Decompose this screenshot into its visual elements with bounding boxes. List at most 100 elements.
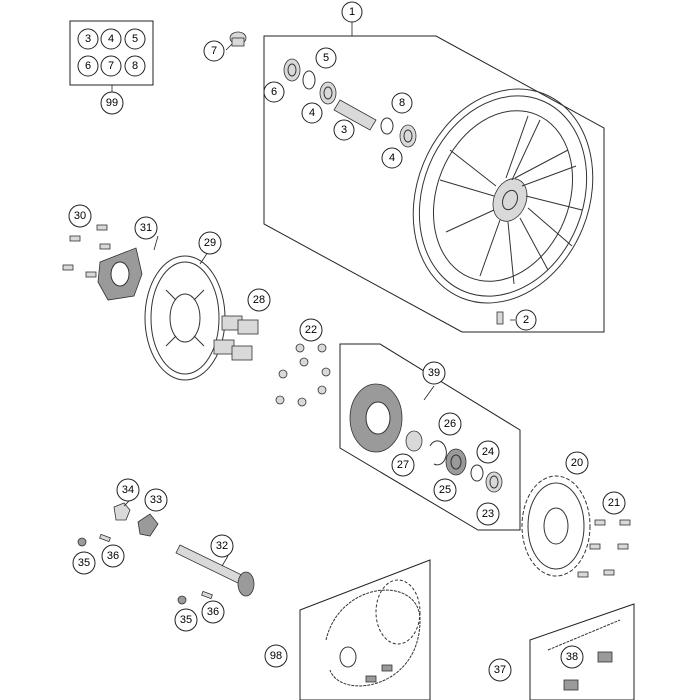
- svg-text:7: 7: [108, 60, 114, 72]
- callout-8: 8: [391, 92, 413, 114]
- callout-4b: 4: [381, 147, 403, 169]
- wheel-spindle: [175, 544, 255, 597]
- callout-36b: 36: [201, 600, 225, 624]
- callout-6: 6: [263, 81, 285, 103]
- callout-2: 2: [515, 309, 537, 331]
- svg-text:37: 37: [494, 664, 506, 676]
- callout-7: 7: [203, 40, 225, 62]
- carrier-bolts: [62, 224, 111, 278]
- valve-cap-part: [229, 31, 247, 47]
- svg-text:35: 35: [180, 614, 192, 626]
- kit-item-5: 5: [124, 28, 146, 50]
- svg-text:35: 35: [78, 557, 90, 569]
- svg-text:27: 27: [397, 459, 409, 471]
- callout-29: 29: [198, 231, 222, 255]
- callout-1: 1: [341, 1, 363, 23]
- svg-text:7: 7: [211, 45, 217, 57]
- callout-35a: 35: [72, 551, 96, 575]
- svg-text:1: 1: [349, 6, 355, 18]
- svg-text:36: 36: [107, 550, 119, 562]
- svg-text:8: 8: [399, 97, 405, 109]
- chain-kit: [325, 579, 421, 687]
- callout-35b: 35: [174, 608, 198, 632]
- rear-wheel: [412, 88, 594, 304]
- kit-item-6: 6: [77, 55, 99, 77]
- chain-lock-frame: [529, 603, 635, 700]
- svg-text:26: 26: [444, 418, 456, 430]
- valve-part: [496, 311, 504, 325]
- callout-5: 5: [315, 47, 337, 69]
- sprocket-carrier-frame: [339, 343, 521, 531]
- svg-text:20: 20: [571, 457, 583, 469]
- callout-3: 3: [333, 119, 355, 141]
- callout-34: 34: [116, 478, 140, 502]
- svg-text:32: 32: [216, 540, 228, 552]
- callout-4a: 4: [301, 102, 323, 124]
- callout-38: 38: [560, 645, 584, 669]
- svg-text:5: 5: [323, 52, 329, 64]
- spindle-nut: [113, 502, 131, 521]
- svg-text:8: 8: [132, 60, 138, 72]
- svg-text:4: 4: [389, 152, 395, 164]
- svg-text:30: 30: [74, 210, 86, 222]
- svg-text:98: 98: [270, 650, 282, 662]
- callout-21: 21: [602, 491, 626, 515]
- chain-adjuster: [137, 513, 159, 537]
- svg-text:3: 3: [85, 33, 91, 45]
- sprocket-nuts: [275, 343, 331, 407]
- leader-lines: [111, 22, 515, 567]
- carrier-bearings: [405, 430, 503, 493]
- sprocket-carrier: [349, 383, 403, 453]
- svg-text:29: 29: [204, 237, 216, 249]
- svg-text:36: 36: [207, 606, 219, 618]
- svg-text:25: 25: [439, 484, 451, 496]
- kit-item-8: 8: [124, 55, 146, 77]
- callout-99: 99: [100, 91, 124, 115]
- callout-33: 33: [144, 488, 168, 512]
- chain-kit-frame: [299, 559, 431, 700]
- callout-27: 27: [391, 453, 415, 477]
- svg-text:31: 31: [140, 222, 152, 234]
- chain-lock: [547, 619, 621, 691]
- disc-carrier: [97, 247, 143, 301]
- wheel-assembly-frame: [263, 35, 605, 333]
- bearing-set: [283, 58, 417, 148]
- rear-sprocket: [521, 475, 591, 577]
- svg-text:4: 4: [309, 107, 315, 119]
- kit-item-4: 4: [100, 28, 122, 50]
- svg-text:33: 33: [150, 494, 162, 506]
- callout-25: 25: [433, 478, 457, 502]
- svg-text:5: 5: [132, 33, 138, 45]
- svg-text:99: 99: [106, 97, 118, 109]
- callout-23: 23: [476, 502, 500, 526]
- brake-disc: [144, 255, 226, 381]
- svg-text:21: 21: [608, 497, 620, 509]
- callout-37: 37: [488, 658, 512, 682]
- callout-31: 31: [134, 216, 158, 240]
- svg-text:4: 4: [108, 33, 114, 45]
- svg-text:6: 6: [271, 86, 277, 98]
- sprocket-bolts: [577, 519, 631, 578]
- callout-22: 22: [299, 318, 323, 342]
- svg-text:28: 28: [253, 294, 265, 306]
- svg-text:39: 39: [428, 367, 440, 379]
- callout-26: 26: [438, 412, 462, 436]
- damper-rubbers: [213, 315, 259, 361]
- svg-text:24: 24: [482, 446, 494, 458]
- svg-text:6: 6: [85, 60, 91, 72]
- adjuster-nuts: [77, 537, 187, 605]
- kit-item-3: 3: [77, 28, 99, 50]
- svg-text:38: 38: [566, 651, 578, 663]
- callout-32: 32: [210, 534, 234, 558]
- svg-text:2: 2: [523, 314, 529, 326]
- callout-24: 24: [476, 440, 500, 464]
- svg-text:22: 22: [305, 324, 317, 336]
- svg-text:3: 3: [341, 124, 347, 136]
- callout-39: 39: [422, 361, 446, 385]
- svg-text:34: 34: [122, 484, 134, 496]
- callout-20: 20: [565, 451, 589, 475]
- callout-30: 30: [68, 204, 92, 228]
- callout-28: 28: [247, 288, 271, 312]
